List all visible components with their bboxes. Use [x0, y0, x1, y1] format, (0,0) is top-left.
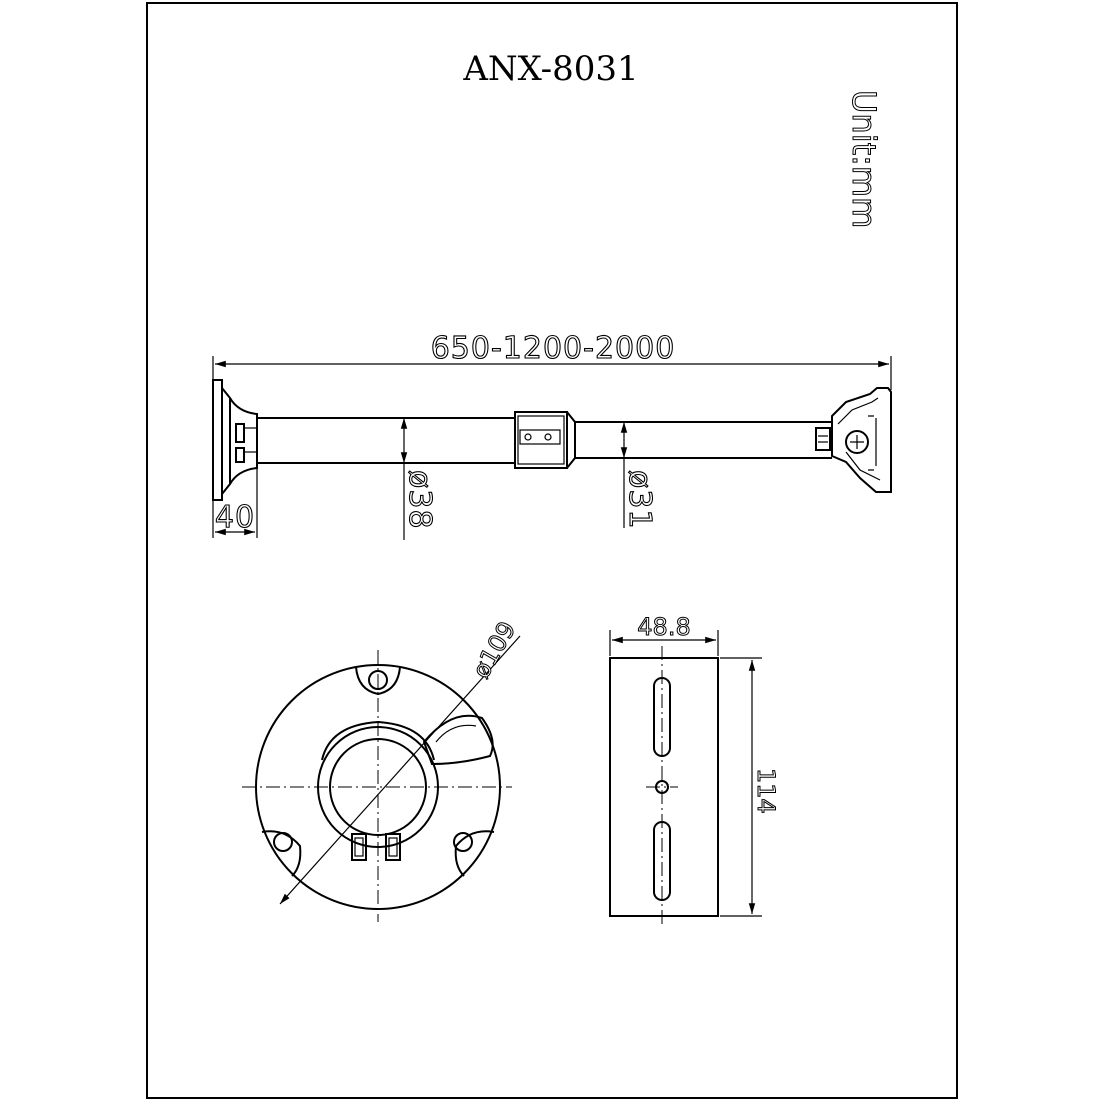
collar-width-dimension: 48.8 [637, 613, 690, 641]
unit-label: Unit:mm [845, 90, 883, 228]
side-view: 650-1200-2000 ø [212, 330, 892, 540]
tube-small-dimension: ø31 [622, 470, 657, 530]
length-dimension: 650-1200-2000 [431, 331, 676, 366]
drawing-border [146, 2, 958, 1099]
drawing-title: ANX-8031 [462, 49, 638, 89]
tube-large-dimension: ø38 [402, 470, 437, 530]
collar-view: 48.8 114 [609, 613, 781, 928]
collar-height-dimension: 114 [752, 768, 780, 814]
base-depth-dimension: 40 [215, 500, 255, 535]
flange-view: ø109 [242, 616, 522, 922]
flange-diameter-dimension: ø109 [467, 617, 521, 683]
